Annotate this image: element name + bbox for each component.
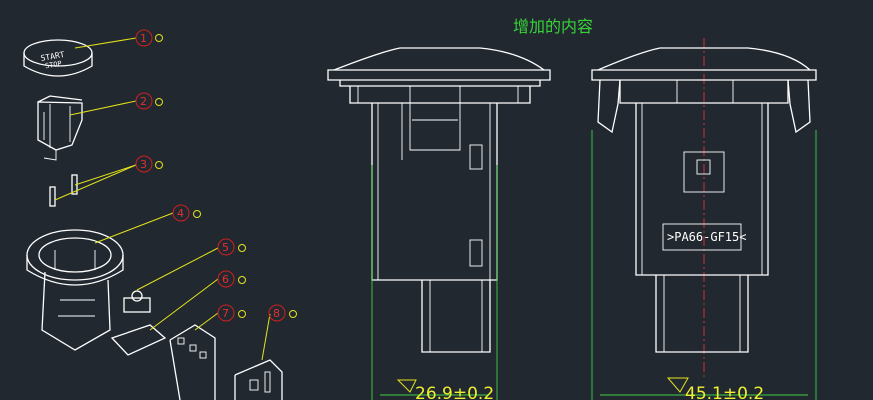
balloon-6: 6 [217,270,246,288]
part-label-box [662,223,742,251]
svg-text:START: START [40,50,65,63]
part-1-start-stop-button: START STOP [23,39,93,77]
side-view: >PA66-GF15< 45.1±0.2 [591,38,817,400]
part-5-microswitch [123,290,151,313]
part-8-terminal-plate [234,359,283,400]
balloon-7-number: 7 [222,307,229,320]
part-2-housing-clip [37,95,83,161]
balloon-5-number: 5 [222,241,229,254]
balloon-2: 2 [135,92,163,110]
leaders [54,37,271,361]
svg-text:STOP: STOP [44,60,62,71]
part-3-pins [49,174,78,207]
balloon-8-number: 8 [273,307,280,320]
balloon-7: 7 [217,304,246,322]
balloon-8: 8 [268,304,297,322]
annotation-text: 增加的内容 [513,17,593,36]
part-7-connector-board [169,324,216,400]
balloon-6-number: 6 [222,273,229,286]
front-view-dimension: 26.9±0.2 [415,384,494,400]
balloon-5: 5 [217,238,246,256]
front-view: 26.9±0.2 [327,47,551,400]
balloon-4-number: 4 [177,207,184,220]
balloon-1: 1 [135,29,163,47]
balloon-3-number: 3 [140,158,147,171]
part-label-text: >PA66-GF15< [667,230,746,244]
balloon-3: 3 [135,155,163,173]
balloon-2-number: 2 [140,95,147,108]
side-view-dimension: 45.1±0.2 [685,384,764,400]
balloon-4: 4 [172,204,201,222]
part-4-bezel-ring [26,229,124,351]
part-6-pcb-small [110,324,167,356]
balloon-1-number: 1 [140,32,147,45]
